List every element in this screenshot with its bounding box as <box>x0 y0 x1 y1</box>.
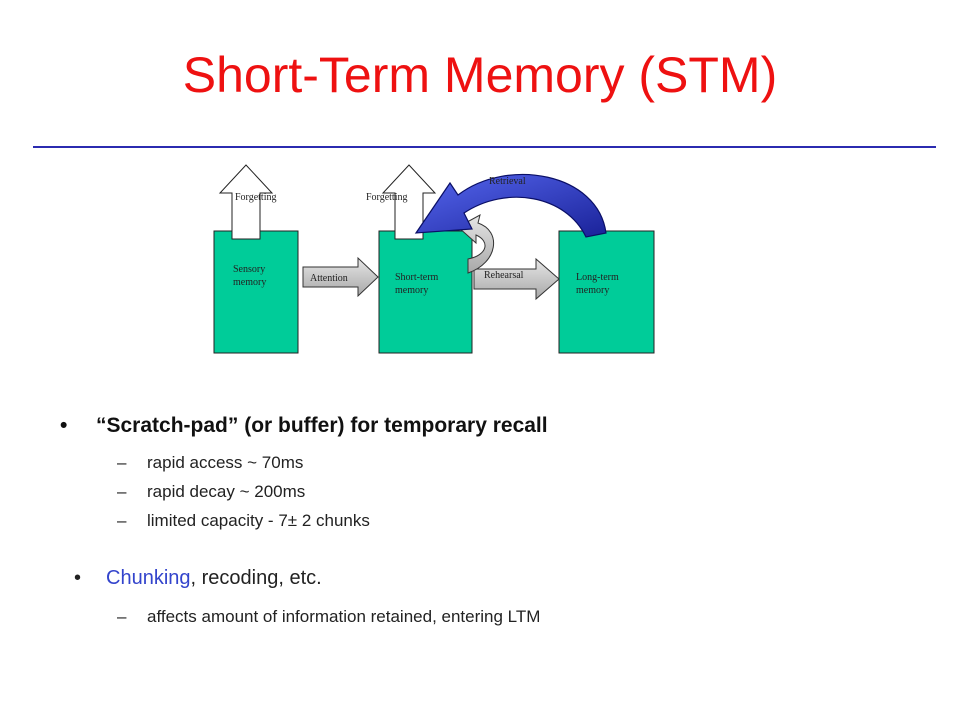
chunking-highlight: Chunking <box>106 567 191 589</box>
sub-bullet-text: rapid decay ~ 200ms <box>147 482 306 501</box>
sensory-label-line2: memory <box>233 277 266 288</box>
bullet-marker: • <box>60 414 68 437</box>
retrieval-arrow <box>414 174 607 238</box>
retrieval-label: Retrieval <box>489 176 526 187</box>
sub-bullet-limited-capacity: – limited capacity - 7± 2 chunks <box>117 511 370 531</box>
bullet-text-rest: , recoding, etc. <box>190 567 322 589</box>
title-divider <box>33 146 936 148</box>
sub-bullet-text: limited capacity - 7± 2 chunks <box>147 511 370 530</box>
dash-marker: – <box>117 511 127 530</box>
long-term-memory-box <box>558 230 655 354</box>
sensory-label-line1: Sensory <box>233 264 265 275</box>
rehearsal-arrow <box>473 257 560 301</box>
dash-marker: – <box>117 607 127 626</box>
dash-marker: – <box>117 482 127 501</box>
short-term-memory-box <box>378 230 473 354</box>
sub-bullet-text: rapid access ~ 70ms <box>147 453 304 472</box>
bullet-text: “Scratch-pad” (or buffer) for temporary … <box>96 414 548 437</box>
rehearsal-label: Rehearsal <box>484 270 524 281</box>
short-term-label-line2: memory <box>395 285 428 296</box>
sub-bullet-text: affects amount of information retained, … <box>147 607 541 626</box>
sensory-memory-box <box>213 230 299 354</box>
forgetting-label-1: Forgetting <box>235 192 276 203</box>
forgetting-label-2: Forgetting <box>366 192 407 203</box>
long-term-label-line1: Long-term <box>576 272 619 283</box>
sub-bullet-rapid-decay: – rapid decay ~ 200ms <box>117 482 305 502</box>
sub-bullet-rapid-access: – rapid access ~ 70ms <box>117 453 303 473</box>
bullet-marker: • <box>74 567 82 589</box>
sub-bullet-affects-amount: – affects amount of information retained,… <box>117 607 540 627</box>
forgetting-arrow-1 <box>218 164 274 240</box>
attention-arrow <box>302 256 379 298</box>
short-term-label-line1: Short-term <box>395 272 439 283</box>
slide-title: Short-Term Memory (STM) <box>182 47 778 103</box>
long-term-label-line2: memory <box>576 285 609 296</box>
dash-marker: – <box>117 453 127 472</box>
bullet-chunking: • Chunking, recoding, etc. <box>74 567 322 590</box>
memory-model-diagram: Sensory memory Short-term memory Long-te… <box>206 155 660 362</box>
attention-label: Attention <box>310 273 348 284</box>
